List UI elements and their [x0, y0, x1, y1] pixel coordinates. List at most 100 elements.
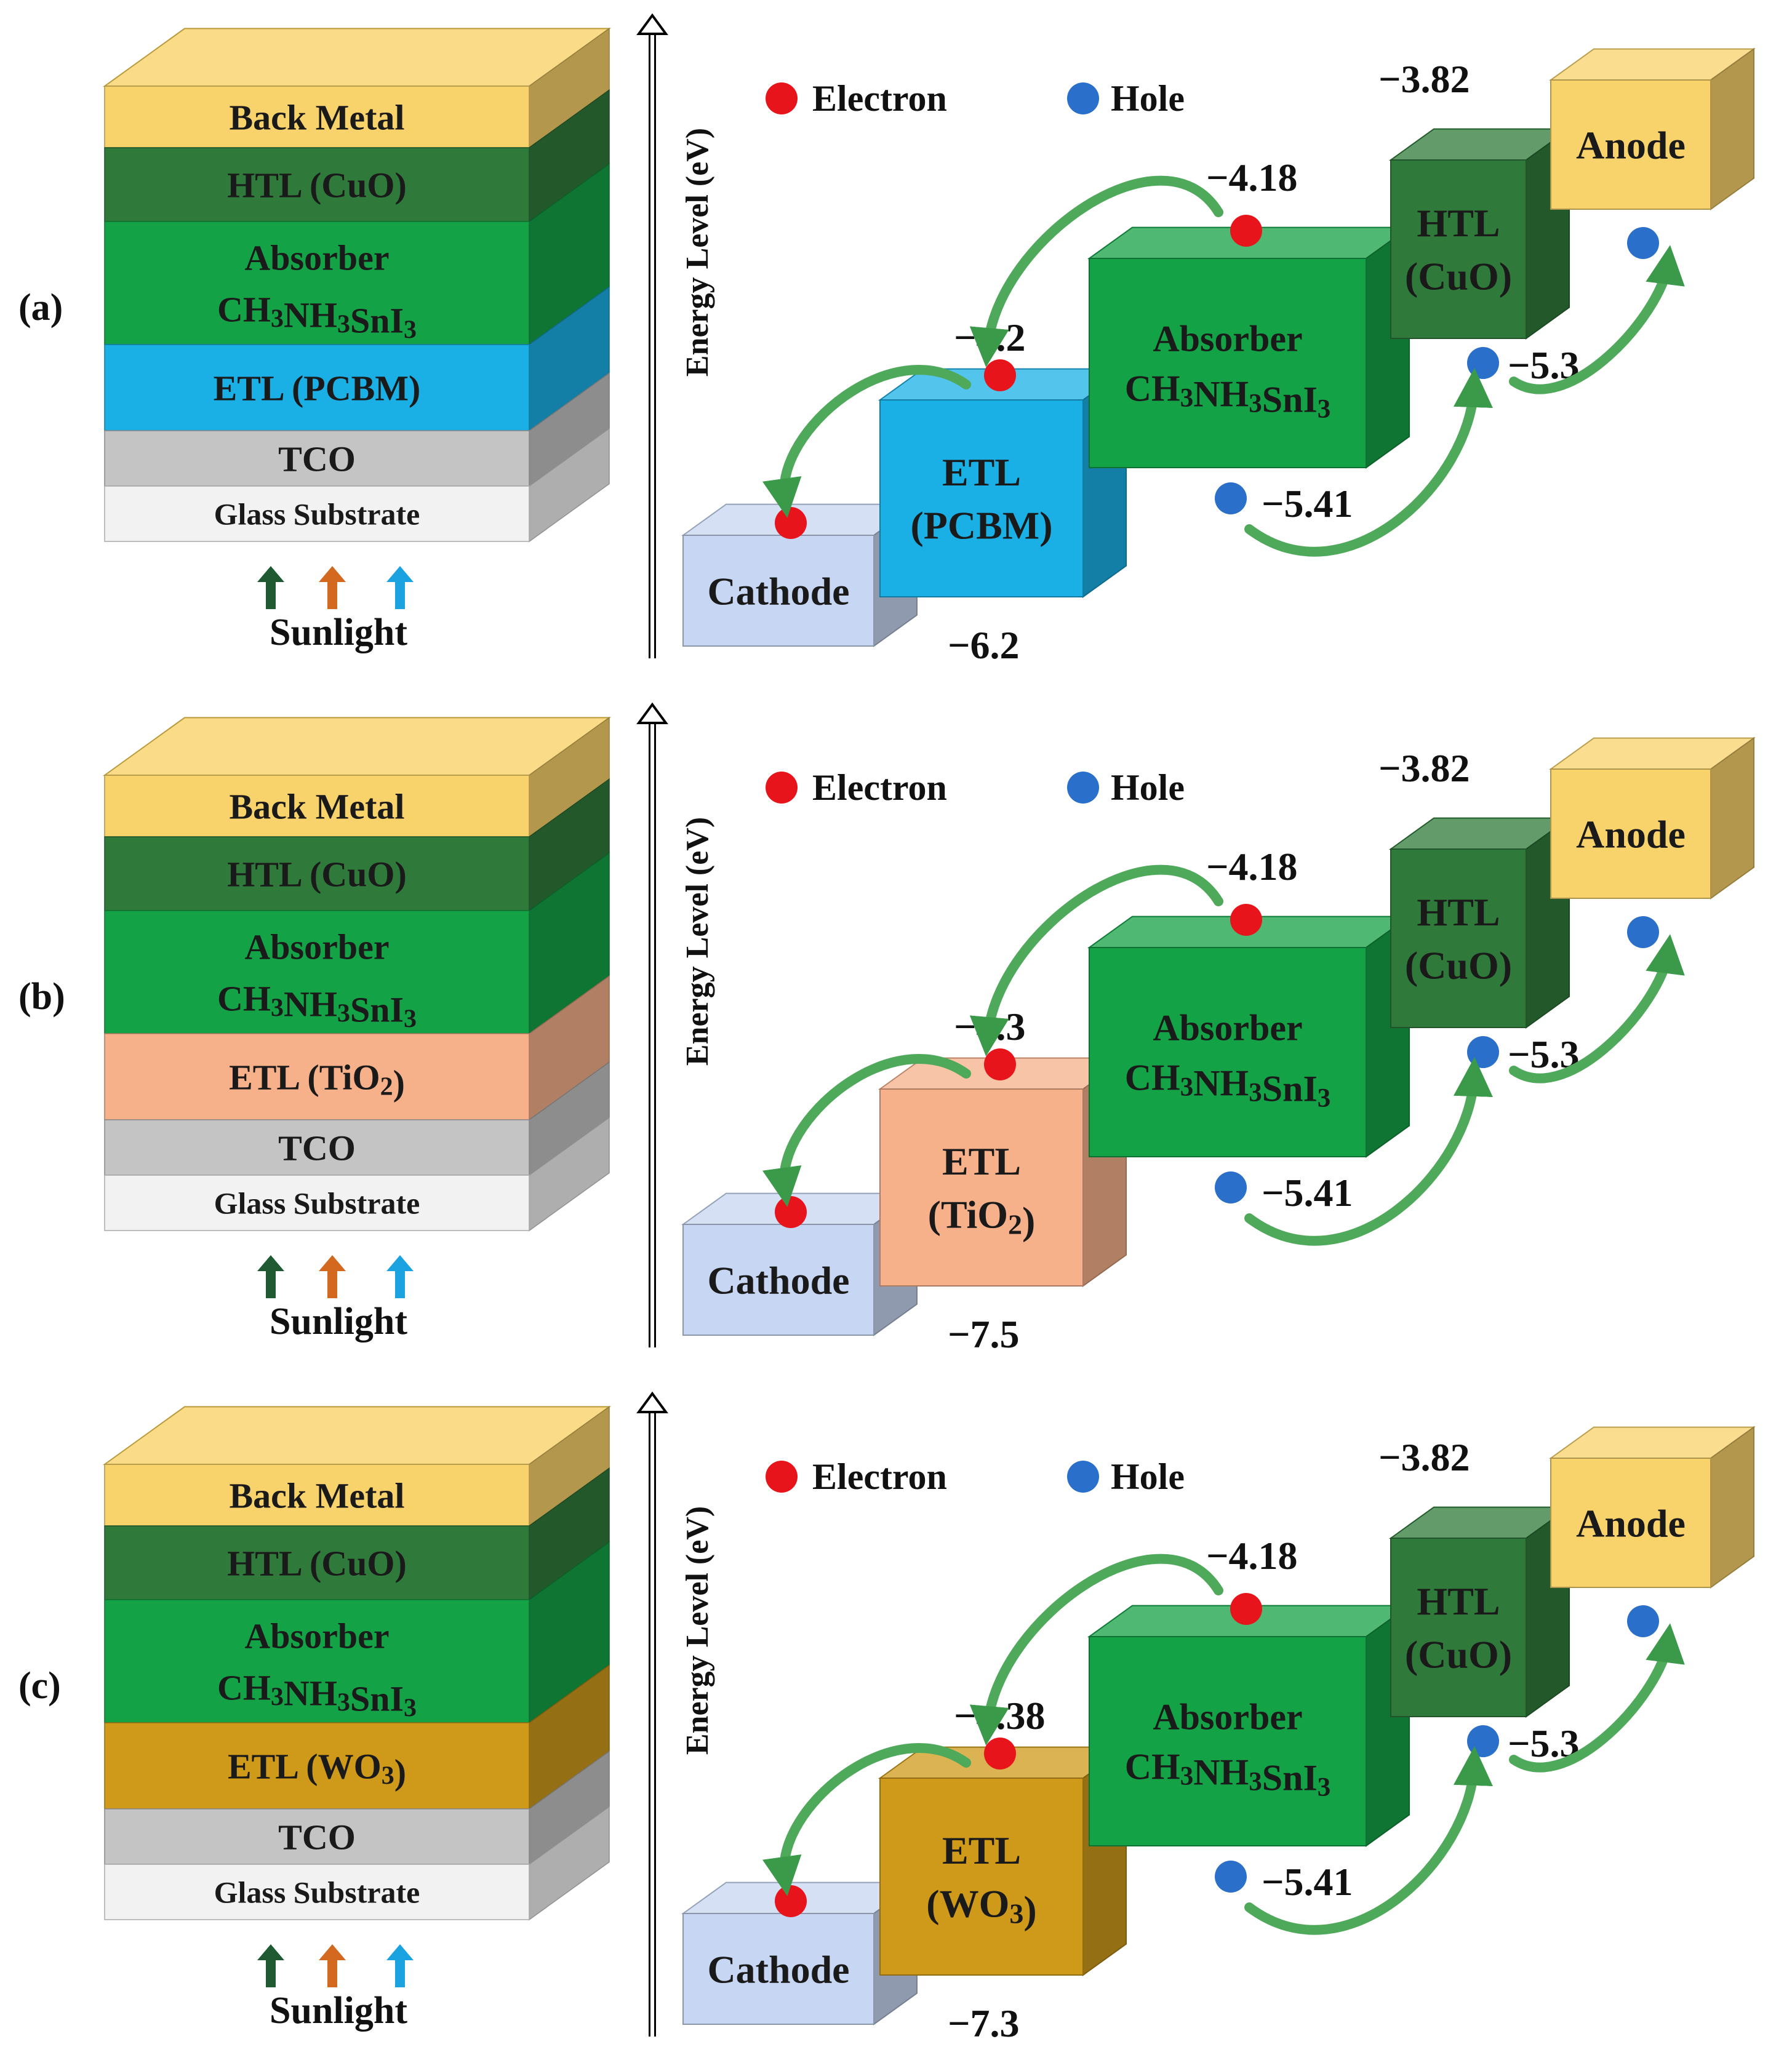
sunlight-arrow-icon [257, 1255, 284, 1298]
etl-label: ETL [942, 1139, 1021, 1183]
hole-transfer-arrow [1244, 368, 1493, 557]
layer-4: TCO [104, 1061, 610, 1176]
sunlight-arrow-icon [257, 566, 284, 609]
cathode-box: Cathode [681, 503, 919, 647]
htl-top-level: −3.82 [1378, 57, 1470, 101]
electron-transfer-arrow [969, 175, 1223, 367]
etl-label: ETL [942, 1829, 1021, 1872]
axis-arrow-icon [636, 13, 668, 35]
layer-4: TCO [104, 1750, 610, 1865]
hole-icon [1467, 347, 1499, 379]
layer-label: Absorber [244, 927, 389, 967]
htl-label: (CuO) [1405, 1633, 1512, 1677]
hole-legend-icon [1067, 1461, 1099, 1493]
electron-legend-icon [766, 772, 798, 804]
axis-arrow-icon [636, 1391, 668, 1413]
layer-0: Back Metal [104, 27, 610, 149]
htl-top-level: −3.82 [1378, 1435, 1470, 1479]
electron-legend-label: Electron [812, 1456, 947, 1497]
layer-label: TCO [278, 1817, 356, 1857]
hole-icon [1627, 916, 1659, 948]
layer-label: HTL (CuO) [227, 165, 407, 205]
layer-5: Glass Substrate [104, 427, 610, 543]
layer-label: CH3NH3SnI3 [217, 978, 417, 1033]
htl-label: HTL [1417, 1579, 1500, 1623]
energy-axis-label: Energy Level (eV) [680, 1506, 715, 1755]
layer-5: Glass Substrate [104, 1116, 610, 1232]
layer-label: ETL (WO3) [228, 1746, 406, 1792]
layer-4: TCO [104, 372, 610, 487]
hole-transfer-arrow [1244, 1057, 1493, 1246]
layer-1: HTL (CuO) [104, 89, 610, 223]
sunlight-arrow-icon [319, 1255, 346, 1298]
htl-top-level: −3.82 [1378, 746, 1470, 790]
htl-label: (CuO) [1405, 255, 1512, 298]
cathode-label: Cathode [707, 1947, 849, 1991]
hole-legend-icon [1067, 82, 1099, 114]
anode-label: Anode [1576, 1501, 1686, 1545]
layer-label: HTL (CuO) [227, 1543, 407, 1583]
electron-transfer-arrow [969, 1554, 1223, 1746]
layer-label: Glass Substrate [214, 497, 420, 532]
layer-3: ETL (PCBM) [104, 285, 610, 432]
etl-label: ETL [942, 450, 1021, 494]
electron-transfer-arrow [762, 365, 971, 518]
layer-label: TCO [278, 439, 356, 479]
htl-box: HTL (CuO) [1388, 127, 1572, 340]
layer-3: ETL (TiO2) [104, 975, 610, 1121]
layer-label: TCO [278, 1128, 356, 1168]
electron-icon [775, 507, 807, 539]
layer-1: HTL (CuO) [104, 1467, 610, 1601]
anode-label: Anode [1576, 123, 1686, 167]
electron-icon [1230, 215, 1262, 247]
sunlight-arrow-icon [386, 566, 414, 609]
hole-icon [1467, 1725, 1499, 1757]
etl-bottom-level: −6.2 [948, 623, 1019, 667]
cathode-label: Cathode [707, 1258, 849, 1302]
etl-label: (TiO2) [928, 1193, 1036, 1243]
sunlight-arrow-icon [386, 1944, 414, 1987]
electron-icon [984, 359, 1016, 391]
sunlight-arrow-icon [319, 566, 346, 609]
etl-label: (WO3) [926, 1882, 1036, 1932]
electron-icon [775, 1196, 807, 1228]
etl-bottom-level: −7.3 [948, 2001, 1019, 2045]
htl-box: HTL (CuO) [1388, 1506, 1572, 1718]
electron-icon [984, 1048, 1016, 1080]
layer-label: Absorber [244, 237, 389, 277]
anode-box: Anode [1548, 1426, 1756, 1589]
layer-label: HTL (CuO) [227, 854, 407, 894]
hole-icon [1215, 1861, 1247, 1893]
sunlight-label: Sunlight [270, 612, 407, 653]
hole-transfer-arrow [1509, 245, 1685, 394]
hole-transfer-arrow [1509, 1623, 1685, 1773]
layer-3: ETL (WO3) [104, 1664, 610, 1810]
anode-box: Anode [1548, 47, 1756, 210]
electron-icon [1230, 1593, 1262, 1625]
axis-arrow-icon [636, 702, 668, 724]
layer-1: HTL (CuO) [104, 778, 610, 912]
htl-label: HTL [1417, 201, 1500, 245]
anode-label: Anode [1576, 812, 1686, 856]
panel-label: (b) [18, 976, 65, 1018]
hole-legend-label: Hole [1111, 767, 1185, 808]
cathode-label: Cathode [707, 569, 849, 613]
hole-legend-label: Hole [1111, 78, 1185, 119]
absorber-bottom-level: −5.41 [1262, 1860, 1353, 1904]
layer-label: Back Metal [229, 97, 404, 137]
panel-label: (c) [18, 1665, 61, 1707]
layer-label: CH3NH3SnI3 [217, 1667, 417, 1722]
etl-label: (PCBM) [910, 504, 1052, 548]
hole-icon [1627, 1605, 1659, 1637]
absorber-bottom-level: −5.41 [1262, 1171, 1353, 1215]
hole-icon [1215, 482, 1247, 514]
